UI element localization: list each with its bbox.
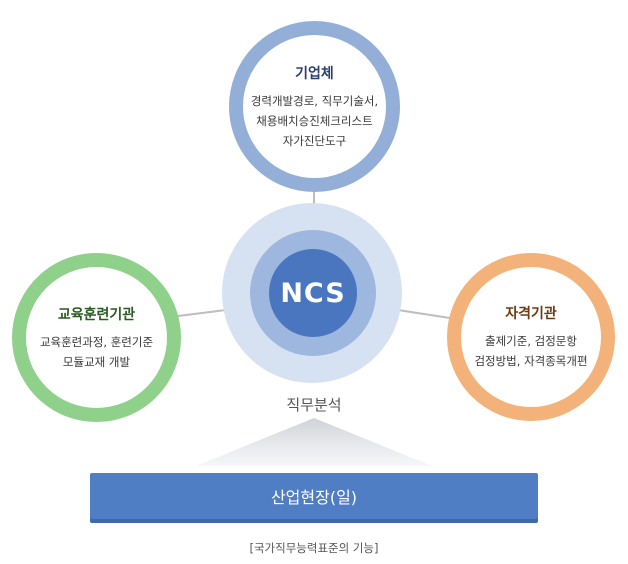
ncs-core: NCS: [269, 249, 357, 337]
node-qualification-line: 출제기준, 검정문항: [485, 334, 577, 348]
node-enterprise-line: 채용배치승진체크리스트: [256, 113, 373, 128]
industry-field-bar: 산업현장(일): [90, 473, 538, 519]
node-education-line: 교육훈련과정, 훈련기준: [39, 334, 154, 349]
job-analysis-label: 직무분석: [286, 396, 342, 414]
node-education-title: 교육훈련기관: [57, 306, 136, 323]
node-qualification-title: 자격기관: [505, 306, 557, 322]
connector-left: [177, 309, 227, 317]
connector-right: [397, 309, 451, 319]
industry-field-label: 산업현장(일): [270, 488, 358, 507]
ncs-core-label: NCS: [280, 277, 346, 309]
node-qualification-line: 검정방법, 자격종목개편: [474, 354, 588, 368]
node-enterprise-line: 자가진단도구: [282, 133, 347, 148]
spotlight-shape: [196, 418, 432, 466]
node-enterprise-title: 기업체: [295, 65, 334, 82]
node-education-line: 모듈교재 개발: [62, 354, 131, 369]
node-enterprise-line: 경력개발경로, 직무기술서,: [250, 93, 379, 108]
figure-caption: [국가직무능력표준의 기능]: [249, 541, 379, 555]
